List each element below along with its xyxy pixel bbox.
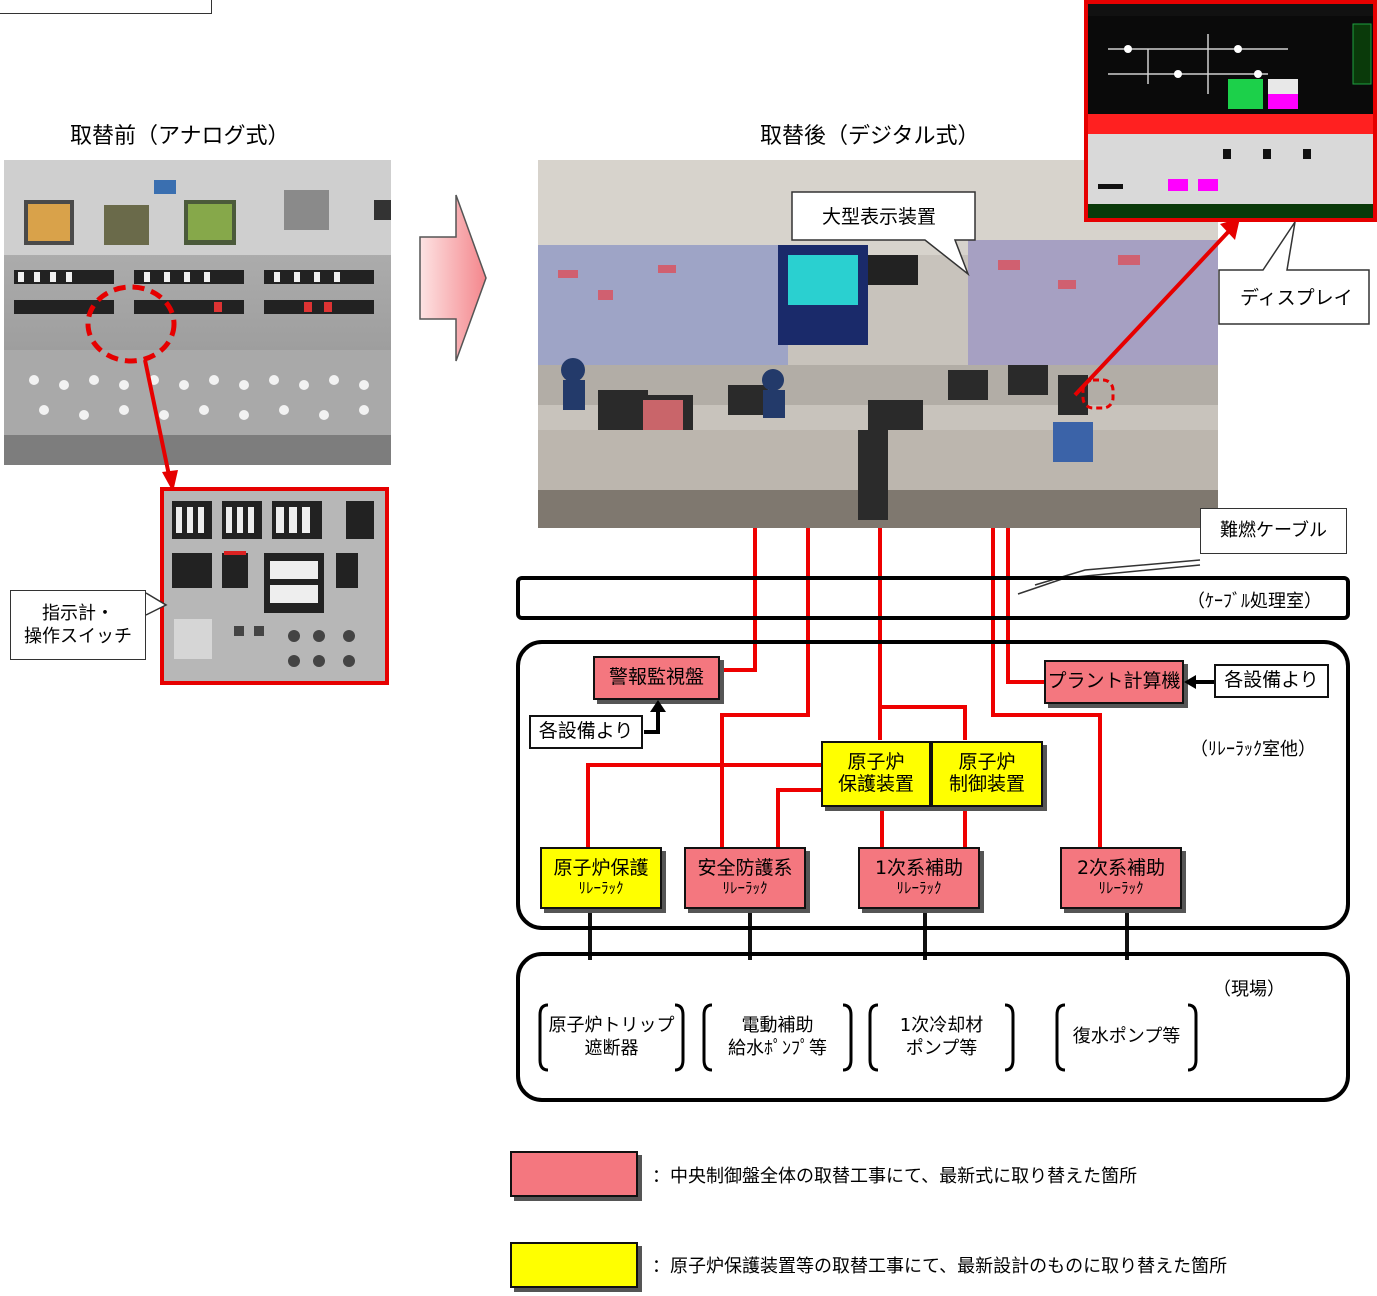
alarm-panel: 警報監視盤 [593, 656, 720, 700]
indicator-label-line2: 操作スイッチ [24, 626, 132, 647]
primary-coolant-pump: 1次冷却材 ポンプ等 [878, 1014, 1005, 1061]
legend-pink-swatch [510, 1151, 638, 1197]
motor-feedwater-pump: 電動補助 給水ﾎﾟﾝﾌﾟ等 [712, 1014, 843, 1061]
trip-breaker-line1: 原子炉トリップ [548, 1015, 675, 1036]
from-equipment-left-arrow [644, 700, 666, 734]
relay-room-box [516, 640, 1350, 930]
reactor-protection-system: 原子炉 保護装置 [821, 741, 931, 807]
legend-yellow-text: ：原子炉保護装置等の取替工事にて、最新設計のものに取り替えた箇所 [652, 1256, 1228, 1277]
title-before: 取替前（アナログ式） [70, 124, 290, 149]
rps-label-line1: 原子炉 [847, 751, 905, 774]
rack-primary-label-line2: ﾘﾚｰﾗｯｸ [896, 879, 942, 898]
indicator-callout-pointer [145, 592, 168, 616]
from-equipment-left: 各設備より [529, 715, 643, 749]
rack-secondary-label-line2: ﾘﾚｰﾗｯｸ [1098, 879, 1144, 898]
from-equipment-right-label: 各設備より [1224, 669, 1319, 692]
safety-relay-rack: 安全防護系 ﾘﾚｰﾗｯｸ [684, 847, 806, 909]
coolant-pump-line2: ポンプ等 [905, 1038, 978, 1060]
site-box [516, 952, 1350, 1102]
legend-pink-text: ：中央制御盤全体の取替工事にて、最新式に取り替えた箇所 [652, 1166, 1138, 1187]
large-display-callout-shape [791, 191, 976, 277]
coolant-pump-line1: 1次冷却材 [899, 1015, 984, 1036]
zoom-arrow-left [143, 360, 178, 492]
trip-breaker: 原子炉トリップ 遮断器 [548, 1014, 675, 1061]
rack-rp-label-line2: ﾘﾚｰﾗｯｸ [578, 879, 624, 898]
indicator-callout: 指示計・ 操作スイッチ [10, 590, 146, 660]
trip-breaker-line2: 遮断器 [584, 1038, 639, 1060]
cable-room-box [516, 576, 1350, 620]
indicator-label-line1: 指示計・ [42, 602, 114, 624]
from-equipment-right: 各設備より [1214, 664, 1329, 698]
from-equipment-right-arrow [1184, 675, 1214, 689]
relay-room-label: （ﾘﾚｰﾗｯｸ室他） [1190, 739, 1316, 760]
motor-pump-line1: 電動補助 [741, 1015, 814, 1036]
site-label: （現場） [1213, 979, 1285, 1000]
cable-label: 難燃ケーブル [1220, 520, 1327, 542]
rcs-label-line2: 制御装置 [948, 773, 1025, 795]
display-label: ディスプレイ [1240, 287, 1353, 309]
plant-computer: プラント計算機 [1044, 660, 1184, 704]
reactor-protection-relay-rack: 原子炉保護 ﾘﾚｰﾗｯｸ [540, 847, 662, 909]
cable-room-label: （ｹｰﾌﾞﾙ処理室） [1187, 591, 1322, 612]
rps-label-line2: 保護装置 [837, 773, 914, 795]
indicator-switch-photo [160, 487, 389, 685]
cable-callout: 難燃ケーブル [1200, 508, 1347, 554]
transition-arrow [419, 194, 487, 362]
rcs-label-line1: 原子炉 [958, 751, 1016, 774]
plant-computer-label: プラント計算機 [1047, 670, 1181, 693]
analog-control-room-photo [4, 160, 391, 465]
reactor-control-system: 原子炉 制御装置 [931, 741, 1043, 807]
condensate-pump: 復水ポンプ等 [1065, 1025, 1188, 1048]
zoom-arrow-right [1073, 218, 1240, 397]
alarm-panel-label: 警報監視盤 [608, 666, 704, 689]
primary-relay-rack: 1次系補助 ﾘﾚｰﾗｯｸ [858, 847, 980, 909]
from-equipment-left-label: 各設備より [538, 720, 634, 743]
rack-secondary-label-line1: 2次系補助 [1076, 857, 1166, 880]
rack-primary-label-line1: 1次系補助 [874, 857, 964, 880]
corner-frame [0, 0, 212, 14]
legend-yellow-swatch [510, 1242, 638, 1288]
large-display-label: 大型表示装置 [822, 206, 937, 228]
motor-pump-line2: 給水ﾎﾟﾝﾌﾟ等 [728, 1038, 827, 1060]
rack-rp-label-line1: 原子炉保護 [553, 857, 649, 880]
condensate-pump-label: 復水ポンプ等 [1072, 1026, 1181, 1047]
rack-safety-label-line1: 安全防護系 [697, 857, 793, 880]
secondary-relay-rack: 2次系補助 ﾘﾚｰﾗｯｸ [1060, 847, 1182, 909]
display-screen-photo [1084, 0, 1377, 222]
rack-safety-label-line2: ﾘﾚｰﾗｯｸ [722, 879, 768, 898]
title-after: 取替後（デジタル式） [760, 124, 980, 149]
display-callout-shape [1218, 221, 1370, 325]
